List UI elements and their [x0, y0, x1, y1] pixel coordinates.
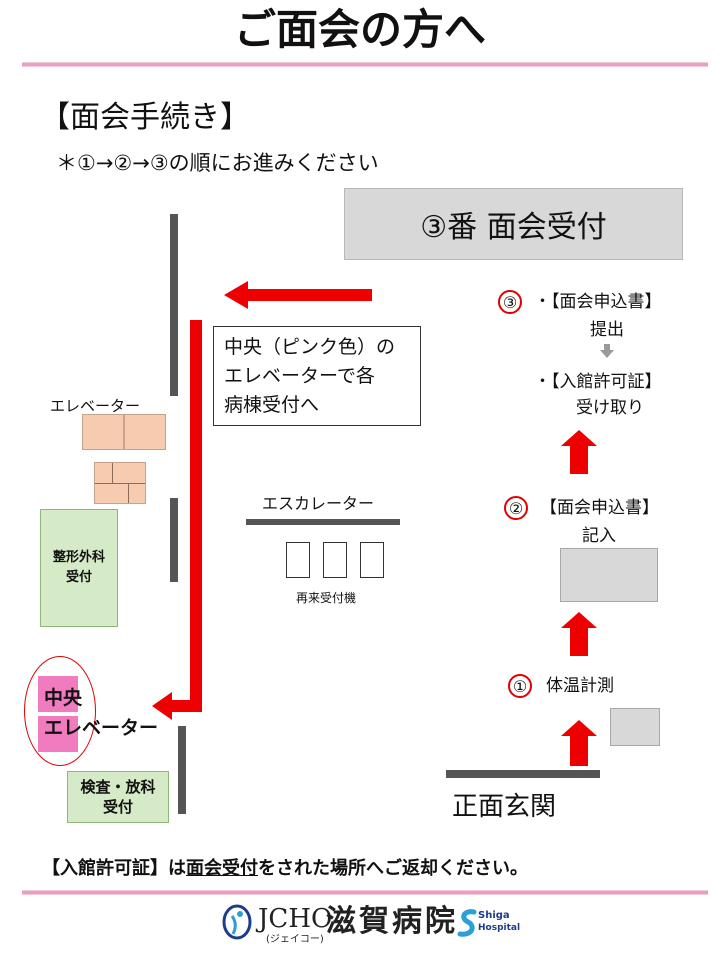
step-1-line-1: 体温計測 [546, 676, 614, 696]
shiga-mark-line-2: Hospital [478, 923, 521, 933]
central-elevator-note: 中央（ピンク色）の エレベーターで各 病棟受付へ [213, 326, 421, 426]
jcho-logo-icon [222, 904, 252, 940]
gray-arrow-head [600, 350, 614, 358]
shiga-mark-line-1: Shiga [478, 910, 510, 921]
return-pass-note: 【入館許可証】は面会受付をされた場所へご返却ください。 [42, 856, 528, 882]
up-arrow-1-head [561, 430, 597, 446]
elevator-box-2 [124, 414, 166, 450]
escalator-bar [246, 519, 400, 525]
elevator-box-1 [82, 414, 124, 450]
procedure-heading: 【面会手続き】 [40, 100, 250, 135]
escalator-label: エスカレーター [262, 494, 375, 513]
logo-hospital-name: 滋賀病院 [326, 904, 458, 939]
visitor-reception-box: ③番 面会受付 [344, 188, 683, 260]
entrance-label: 正面玄関 [452, 792, 557, 822]
wall-upper [170, 214, 178, 396]
central-elevator-label-2: エレベーター [44, 717, 159, 739]
step-1-circle: ① [508, 674, 532, 698]
footer-divider [22, 890, 708, 895]
wall-lower [178, 726, 186, 814]
elevator-label: エレベーター [50, 397, 141, 415]
central-elevator-circle [24, 656, 96, 766]
logo-brand-kana: (ジェイコー) [266, 934, 324, 945]
orthopedics-reception: 整形外科 受付 [40, 509, 118, 627]
return-note-part-2: 面会受付 [186, 858, 258, 879]
arrow-left-top-head [224, 281, 248, 309]
exam-reception: 検査・放科 受付 [67, 771, 169, 823]
up-arrow-2-shaft [570, 628, 588, 656]
form-desk [560, 548, 658, 602]
stairs-box [94, 462, 146, 504]
kiosk-3 [360, 542, 384, 578]
step-2-circle: ② [504, 496, 528, 520]
order-note: ＊①→②→③の順にお進みください [56, 151, 379, 175]
central-elevator-label-1: 中央 [44, 687, 83, 709]
ortho-label-line-2: 受付 [65, 570, 92, 585]
step-3-line-1: ・【面会申込書】 [534, 292, 662, 312]
step-3-line-4: 受け取り [576, 398, 644, 418]
up-arrow-3-shaft [570, 736, 588, 766]
exam-label-line-2: 受付 [102, 798, 133, 816]
kiosk-label: 再来受付機 [296, 591, 357, 605]
step-3-line-2: 提出 [590, 320, 624, 340]
logo-brand: JCHO [258, 904, 333, 934]
wall-middle [170, 498, 178, 582]
up-arrow-2-head [561, 612, 597, 628]
shiga-hospital-mark: Shiga Hospital [456, 906, 520, 942]
exam-label-line-1: 検査・放科 [80, 778, 156, 796]
shiga-mark-icon [457, 909, 477, 937]
title-divider [22, 62, 708, 67]
step-3-circle: ③ [498, 290, 522, 314]
up-arrow-1-shaft [570, 446, 588, 474]
step-3-line-3: ・【入館許可証】 [534, 372, 662, 392]
note-line-1: 中央（ピンク色）の [224, 336, 396, 358]
return-note-part-3: をされた場所へご返却ください。 [258, 858, 528, 879]
note-line-3: 病棟受付へ [224, 394, 320, 416]
return-note-part-1: 【入館許可証】は [42, 858, 186, 879]
entrance-bar [446, 770, 600, 778]
note-line-2: エレベーターで各 [224, 365, 375, 387]
gray-arrow-shaft [604, 344, 610, 350]
arrow-path-vertical [190, 320, 202, 712]
arrow-path-horizontal [170, 700, 202, 712]
up-arrow-3-head [561, 720, 597, 736]
kiosk-1 [286, 542, 310, 578]
step-2-line-1: 【面会申込書】 [540, 498, 659, 518]
thermometer-station [610, 708, 660, 746]
step-2-line-2: 記入 [582, 526, 616, 546]
ortho-label-line-1: 整形外科 [52, 550, 105, 565]
kiosk-2 [323, 542, 347, 578]
arrow-left-top-shaft [246, 289, 372, 301]
arrow-path-head [152, 692, 172, 720]
page-title: ご面会の方へ [233, 5, 486, 54]
